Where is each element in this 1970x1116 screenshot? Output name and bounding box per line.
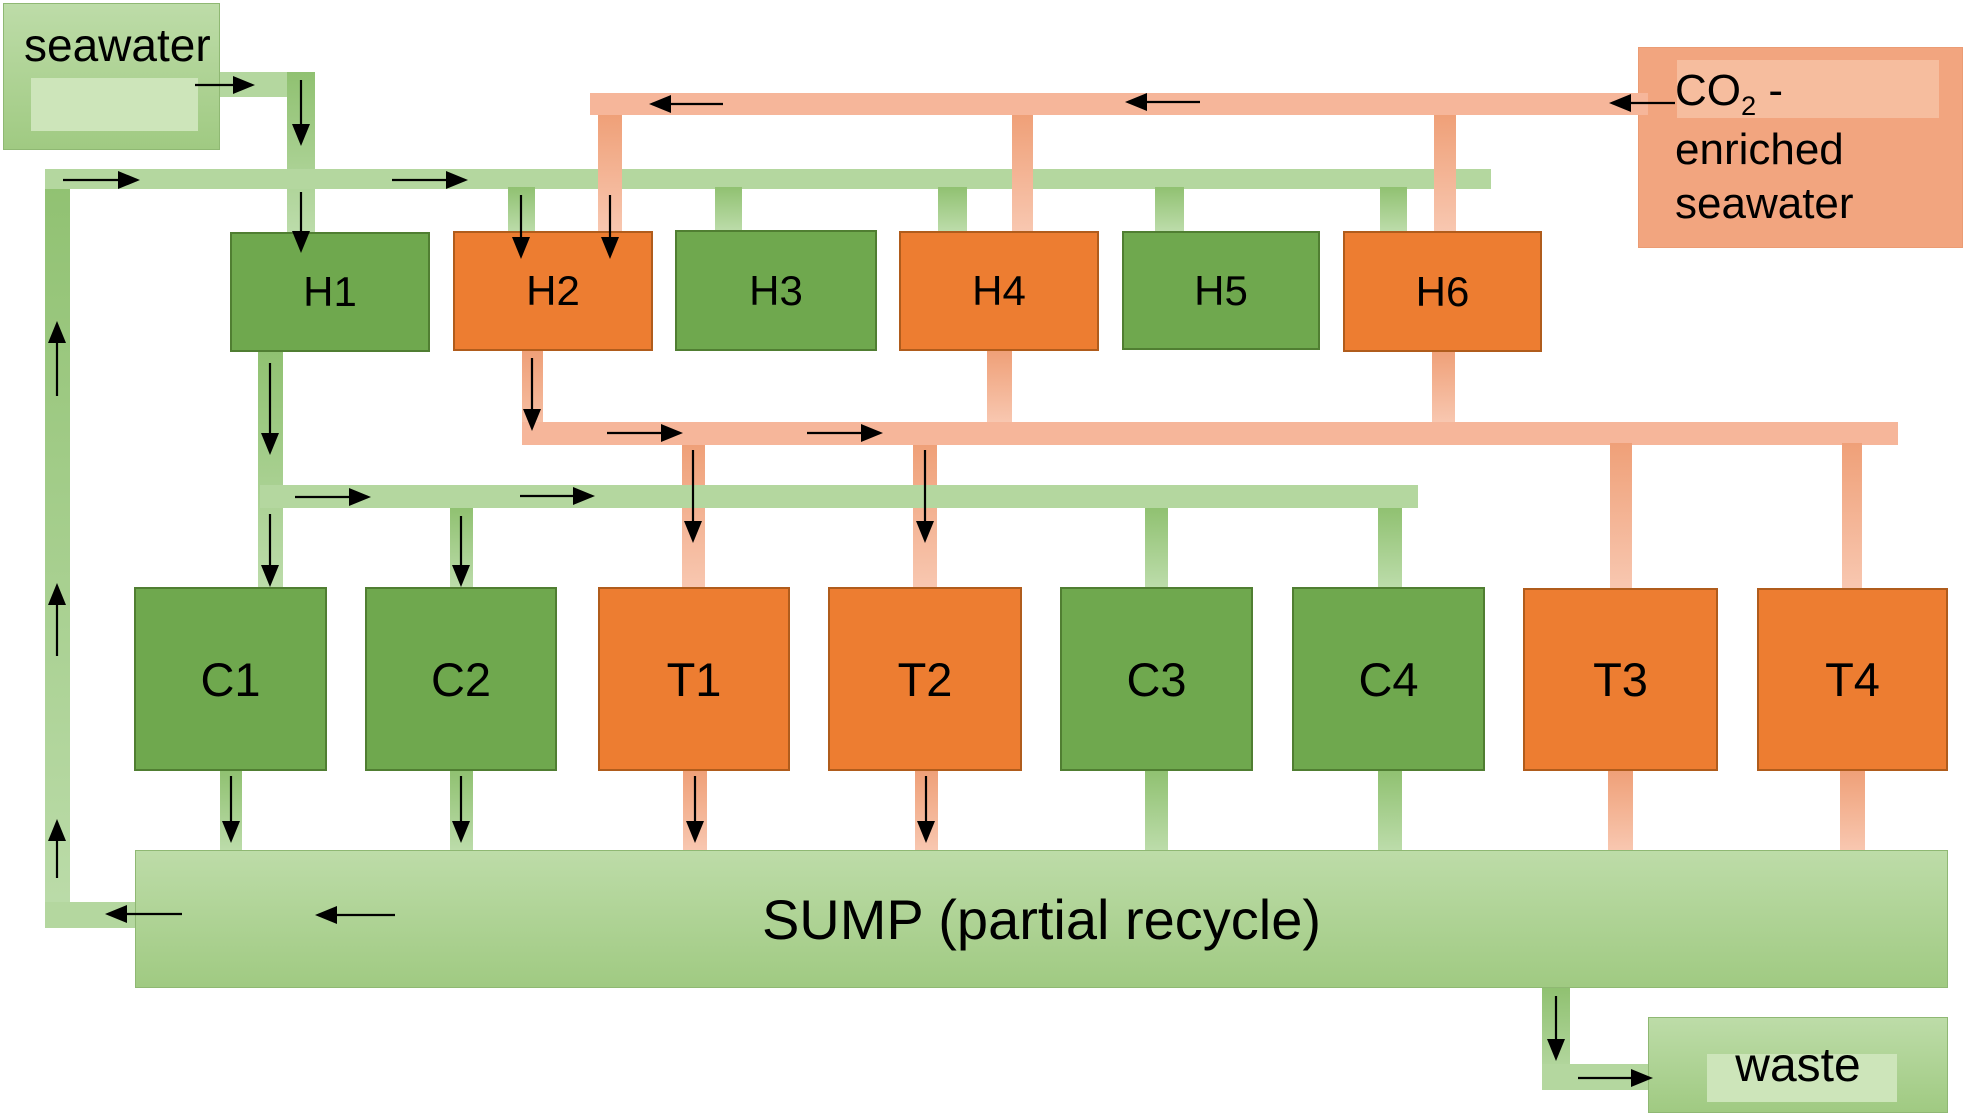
c2-drain-pipe [450,771,473,850]
c1-tank: C1 [134,587,327,771]
seawater-distribution-line [260,485,1418,508]
h2-seawater-stub [508,187,535,232]
c3-drain-pipe [1145,771,1168,850]
co2-distribution-line [522,422,1898,445]
sump-label: SUMP (partial recycle) [761,887,1322,951]
waste-box-highlight [1707,1054,1897,1102]
co2-label: CO2 - enriched seawater [1675,64,1854,232]
seawater-source-box: seawater [3,3,220,150]
tank-label: H3 [749,266,803,314]
tank-label: T3 [1593,653,1648,706]
sump-return-pipe [45,902,135,928]
h3-tank: H3 [675,230,877,351]
t1-supply-pipe [682,445,705,587]
c4-supply-stub [1378,508,1402,587]
tank-label: H4 [972,267,1026,314]
h4-seawater-stub [938,187,967,231]
t2-tank: T2 [828,587,1022,771]
h6-tank: H6 [1343,231,1542,352]
tank-label: T1 [666,652,722,706]
c3-supply-stub [1145,508,1168,587]
h1-tank: H1 [230,232,430,352]
seawater-box-highlight [31,78,198,131]
recycle-riser-pipe [45,170,70,928]
tank-label: H1 [303,268,357,315]
h3-seawater-stub [715,187,742,231]
c4-tank: C4 [1292,587,1485,771]
tank-label: C1 [200,652,261,706]
co2-label-line3: seawater [1675,179,1854,229]
h1-outlet-pipe [258,352,283,587]
c1-drain-pipe [220,771,242,850]
co2-label-line1: CO2 - [1675,66,1784,121]
h6-outlet-pipe [1432,351,1455,422]
waste-label: waste [1735,1038,1861,1092]
c2-supply-stub [450,508,473,587]
co2-box-highlight [1677,60,1939,118]
t3-drain-pipe [1608,771,1633,850]
t4-drain-pipe [1840,771,1865,850]
tank-label: H5 [1194,266,1248,314]
c2-tank: C2 [365,587,557,771]
h5-seawater-stub [1155,187,1184,231]
tank-label: C3 [1126,652,1187,706]
waste-box: waste [1648,1017,1948,1113]
c3-tank: C3 [1060,587,1253,771]
co2-supply-line [590,93,1648,115]
h4-co2-pipe [1012,115,1033,231]
t3-supply-pipe [1610,443,1632,588]
co2-source-box: CO2 - enriched seawater [1638,47,1963,248]
t2-drain-pipe [915,771,938,850]
h4-outlet-pipe [987,351,1012,422]
h5-tank: H5 [1122,231,1320,350]
tank-label: C4 [1358,652,1419,706]
waste-outlet-pipe [1542,1064,1648,1090]
sump-box: SUMP (partial recycle) [135,850,1948,988]
tank-label: C2 [430,652,492,706]
tank-label: T4 [1825,653,1880,706]
tank-label: H6 [1415,267,1470,315]
h2-tank: H2 [453,231,653,351]
t1-drain-pipe [683,771,707,850]
t1-tank: T1 [598,587,790,771]
seawater-header-line [45,169,1491,189]
seawater-label: seawater [24,19,211,71]
c4-drain-pipe [1378,771,1402,850]
t4-tank: T4 [1757,588,1948,771]
co2-label-line2: enriched [1675,124,1844,174]
h6-seawater-stub [1380,187,1407,231]
h2-co2-pipe [598,115,622,231]
h4-tank: H4 [899,231,1099,351]
tank-label: H2 [526,267,580,314]
tank-label: T2 [897,652,953,706]
h6-co2-pipe [1434,115,1456,231]
t4-supply-pipe [1842,443,1862,588]
t3-tank: T3 [1523,588,1718,771]
h1-supply-pipe [287,72,315,232]
t2-supply-pipe [913,445,937,587]
